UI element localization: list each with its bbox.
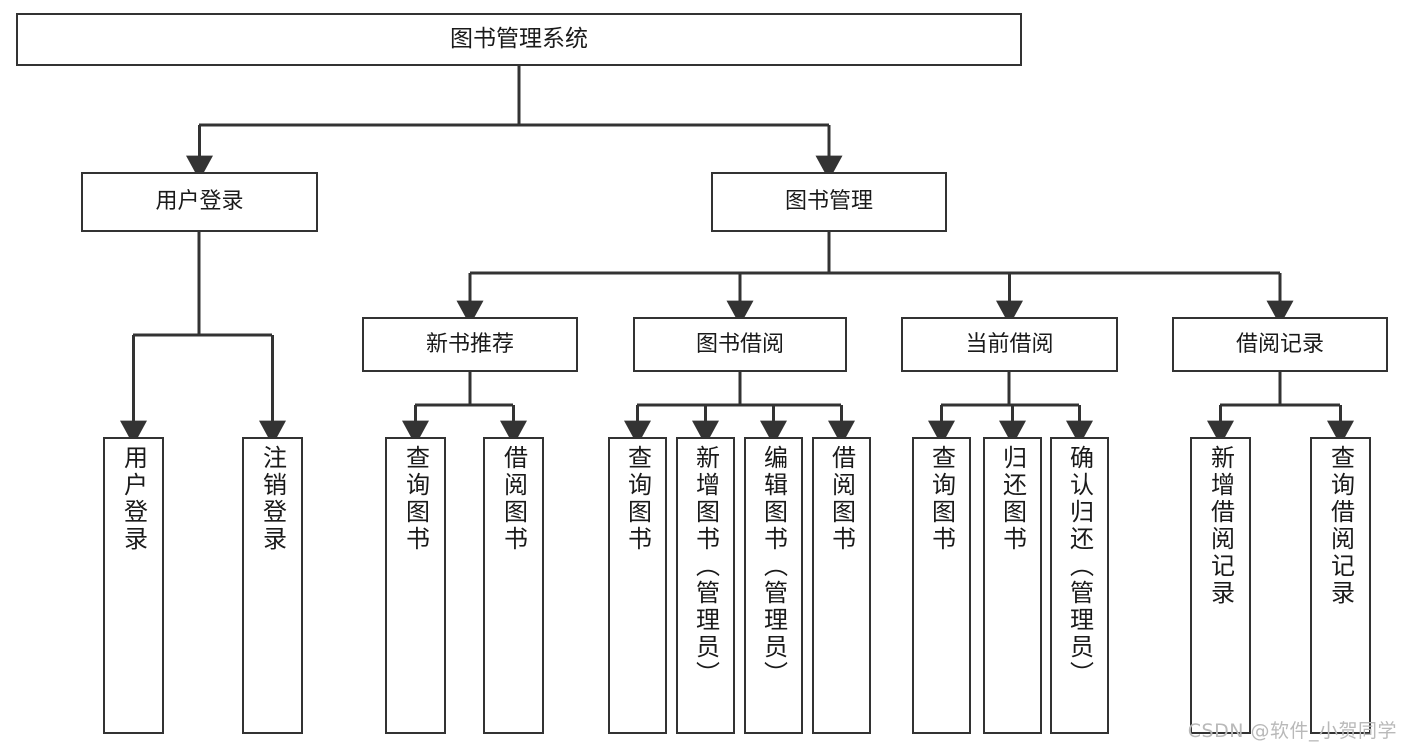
node-label: 借阅图书 <box>827 445 856 553</box>
node-label: 归还图书 <box>998 445 1027 553</box>
node-label: 确认归还（管理员） <box>1065 445 1094 688</box>
node-label: 图书借阅 <box>695 331 784 357</box>
node-leaf-借阅图书[interactable]: 借阅图书 <box>812 437 871 734</box>
node-leaf-查询图书[interactable]: 查询图书 <box>912 437 971 734</box>
node-label: 图书管理 <box>784 189 873 215</box>
node-label: 查询图书 <box>927 445 956 553</box>
node-leaf-查询借阅记录[interactable]: 查询借阅记录 <box>1310 437 1371 734</box>
node-leaf-借阅图书[interactable]: 借阅图书 <box>483 437 544 734</box>
node-label: 借阅图书 <box>499 445 528 553</box>
node-l2-借阅记录[interactable]: 借阅记录 <box>1172 317 1388 372</box>
node-label: 用户登录 <box>119 445 148 553</box>
node-label: 新增图书（管理员） <box>691 445 720 688</box>
node-leaf-确认归还管理员[interactable]: 确认归还（管理员） <box>1050 437 1109 734</box>
node-label: 当前借阅 <box>965 331 1054 357</box>
node-leaf-注销登录[interactable]: 注销登录 <box>242 437 303 734</box>
node-label: 用户登录 <box>155 189 244 215</box>
node-l2-当前借阅[interactable]: 当前借阅 <box>901 317 1118 372</box>
node-label: 注销登录 <box>258 445 287 553</box>
node-leaf-新增借阅记录[interactable]: 新增借阅记录 <box>1190 437 1251 734</box>
node-leaf-查询图书[interactable]: 查询图书 <box>608 437 667 734</box>
node-label: 查询图书 <box>623 445 652 553</box>
node-l1-图书管理[interactable]: 图书管理 <box>711 172 947 232</box>
node-leaf-编辑图书管理员[interactable]: 编辑图书（管理员） <box>744 437 803 734</box>
node-leaf-用户登录[interactable]: 用户登录 <box>103 437 164 734</box>
node-label: 借阅记录 <box>1235 331 1324 357</box>
node-leaf-归还图书[interactable]: 归还图书 <box>983 437 1042 734</box>
node-l2-图书借阅[interactable]: 图书借阅 <box>633 317 847 372</box>
node-label: 查询借阅记录 <box>1326 445 1355 607</box>
node-label: 查询图书 <box>401 445 430 553</box>
node-label: 新增借阅记录 <box>1206 445 1235 607</box>
watermark: CSDN @软件_小贺同学 <box>1187 720 1397 742</box>
node-leaf-新增图书管理员[interactable]: 新增图书（管理员） <box>676 437 735 734</box>
node-label: 图书管理系统 <box>450 25 588 52</box>
node-label: 编辑图书（管理员） <box>759 445 788 688</box>
node-root-图书管理系统[interactable]: 图书管理系统 <box>16 13 1022 66</box>
node-l1-用户登录[interactable]: 用户登录 <box>81 172 318 232</box>
node-label: 新书推荐 <box>425 331 514 357</box>
node-l2-新书推荐[interactable]: 新书推荐 <box>362 317 578 372</box>
node-leaf-查询图书[interactable]: 查询图书 <box>385 437 446 734</box>
